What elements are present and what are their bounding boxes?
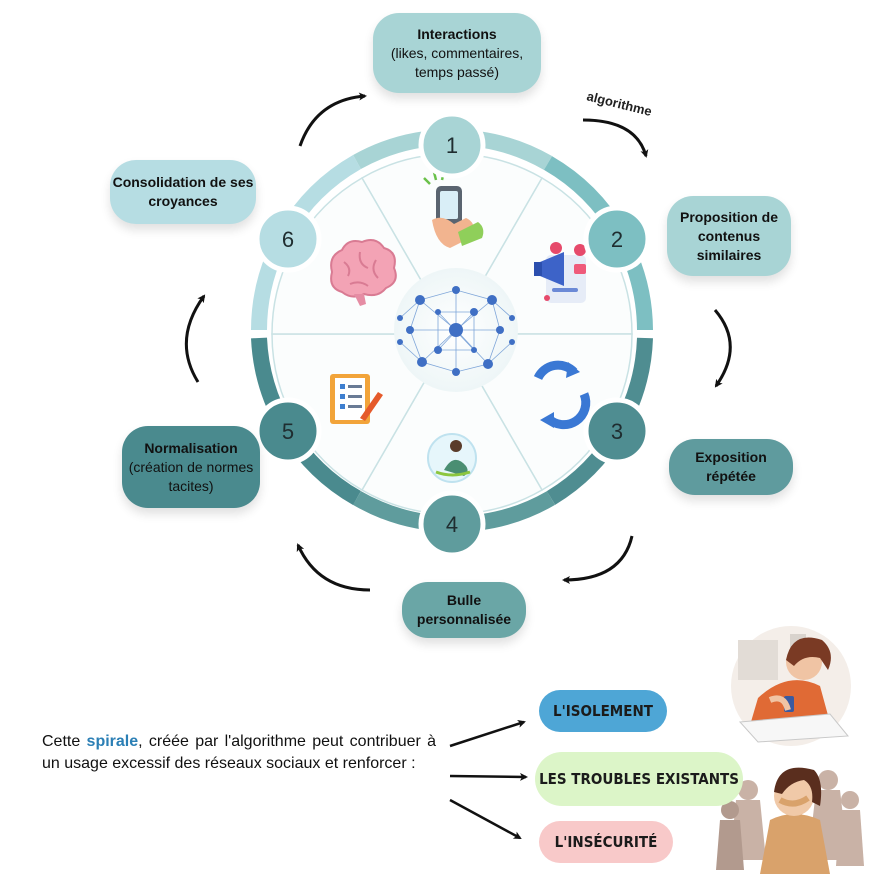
algorithm-label: algorithme xyxy=(585,88,653,119)
step-number-label: 2 xyxy=(611,227,623,252)
step-title: Bulle personnalisée xyxy=(416,592,512,627)
arrow-2-to-3 xyxy=(713,309,732,388)
hand-phone-icon xyxy=(423,171,484,248)
step-title: Exposition répétée xyxy=(695,449,767,484)
step-pill-6: Consolidation de ses croyances xyxy=(110,160,256,224)
bubble-person-icon xyxy=(427,433,477,483)
step-number-label: 1 xyxy=(446,133,458,158)
arrow-1-to-2 xyxy=(582,118,649,158)
arrow-6-to-1 xyxy=(298,92,367,147)
step-number-label: 5 xyxy=(282,419,294,444)
arrow-3-to-4 xyxy=(562,535,634,584)
step-pill-5: Normalisation (création de normes tacite… xyxy=(122,426,260,508)
result-label: L'ISOLEMENT xyxy=(553,702,653,720)
step-number-label: 3 xyxy=(611,419,623,444)
anxious-woman-crowd-illustration xyxy=(716,767,864,874)
step-detail: (création de normes tacites) xyxy=(128,458,254,494)
refresh-icon xyxy=(533,360,591,430)
step-pill-1: Interactions (likes, commentaires, temps… xyxy=(373,13,541,93)
step-title: Consolidation de ses croyances xyxy=(112,174,254,209)
step-number-5: 5 xyxy=(254,397,322,465)
step-number-6: 6 xyxy=(254,205,322,273)
arrow-5-to-6 xyxy=(184,294,206,383)
caption-after: , créée par l'algorithme peut contribuer… xyxy=(42,733,437,772)
step-number-label: 4 xyxy=(446,512,458,537)
checklist-icon xyxy=(330,374,383,424)
caption-text: Cette spirale, créée par l'algorithme pe… xyxy=(42,731,436,775)
brain-icon xyxy=(330,239,397,306)
result-label: LES TROUBLES EXISTANTS xyxy=(539,770,739,788)
result-troubles-existants: LES TROUBLES EXISTANTS xyxy=(535,752,743,806)
result-isolement: L'ISOLEMENT xyxy=(539,690,667,732)
tired-woman-phone-illustration xyxy=(731,626,851,746)
cycle-arrows xyxy=(184,92,732,592)
step-title: Proposition de contenus similaires xyxy=(680,208,778,263)
step-pill-2: Proposition de contenus similaires xyxy=(667,196,791,276)
result-arrows xyxy=(449,720,528,840)
arrow-4-to-5 xyxy=(296,543,371,592)
step-number-4: 4 xyxy=(418,490,486,558)
caption-before: Cette xyxy=(42,733,87,750)
step-title: Normalisation xyxy=(144,439,238,456)
step-title: Interactions xyxy=(417,25,497,42)
step-number-2: 2 xyxy=(583,205,651,273)
step-number-label: 6 xyxy=(282,227,294,252)
step-number-circles: 1 2 3 4 5 6 xyxy=(254,111,651,558)
step-detail: (likes, commentaires, temps passé) xyxy=(390,44,524,80)
step-number-3: 3 xyxy=(583,397,651,465)
step-number-1: 1 xyxy=(418,111,486,179)
caption-highlight: spirale xyxy=(86,733,139,750)
megaphone-icon xyxy=(534,242,586,303)
result-label: L'INSÉCURITÉ xyxy=(554,833,658,851)
result-insecurite: L'INSÉCURITÉ xyxy=(539,821,673,863)
step-pill-3: Exposition répétée xyxy=(669,439,793,495)
step-pill-4: Bulle personnalisée xyxy=(402,582,526,638)
network-icon xyxy=(394,268,518,392)
